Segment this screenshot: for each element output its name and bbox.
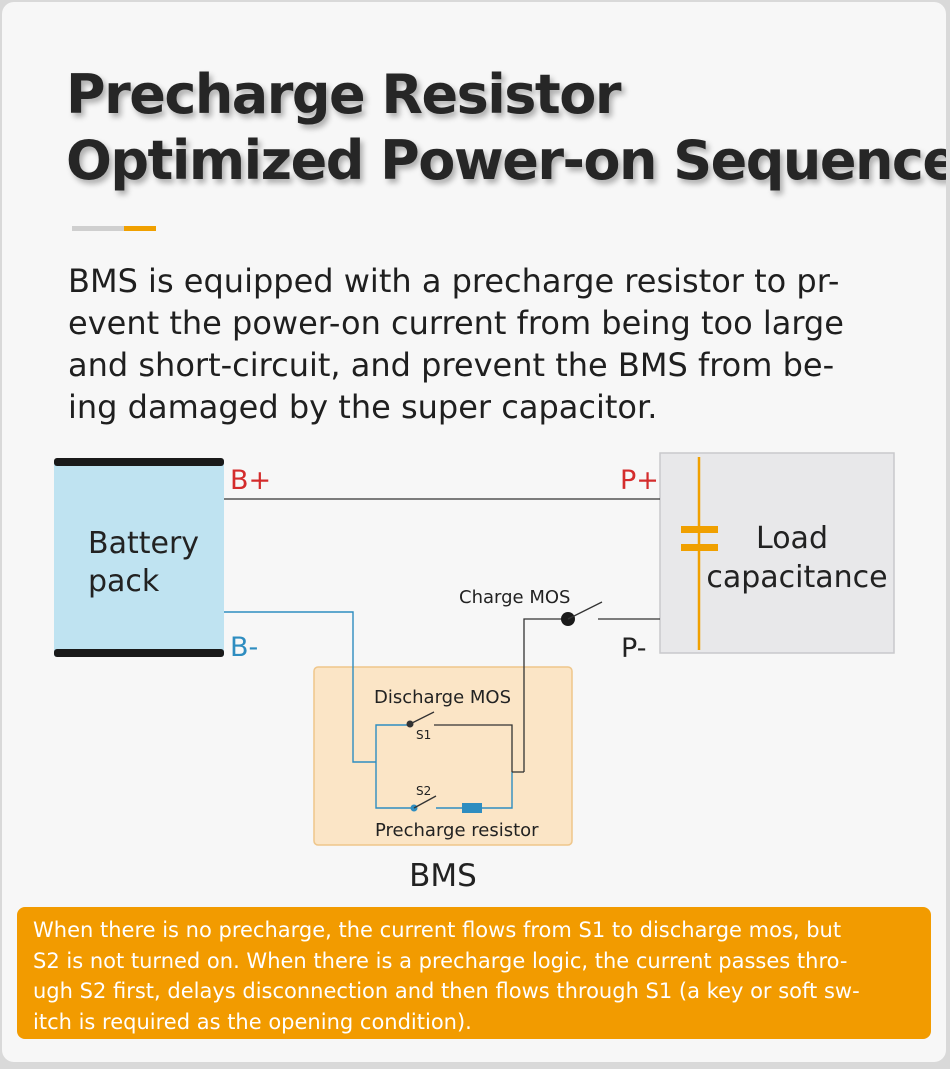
s1-output-wire <box>434 724 513 772</box>
precharge-resistor-label: Precharge resistor <box>375 820 539 841</box>
intro-line-1: BMS is equipped with a precharge resisto… <box>68 262 840 300</box>
battery-top-cap <box>54 458 224 466</box>
capacitor-plate-top <box>681 526 718 533</box>
p-plus-label: P+ <box>620 465 659 496</box>
s2-switch-blade <box>413 795 437 809</box>
intro-line-3: and short-circuit, and prevent the BMS f… <box>68 346 835 384</box>
intro-paragraph: BMS is equipped with a precharge resisto… <box>68 260 908 428</box>
bms-label: BMS <box>409 858 477 894</box>
title-line-2: Optimized Power-on Sequence <box>66 129 946 192</box>
battery-bottom-cap <box>54 649 224 657</box>
s1-label: S1 <box>416 728 431 742</box>
s2-label: S2 <box>416 784 431 798</box>
title-line-1: Precharge Resistor <box>66 63 621 126</box>
explanation-note: When there is no precharge, the current … <box>17 907 931 1039</box>
p-minus-label: P- <box>621 633 646 664</box>
intro-line-4: ing damaged by the super capacitor. <box>68 388 658 426</box>
charge-mos-label: Charge MOS <box>459 587 570 608</box>
note-line-2: S2 is not turned on. When there is a pre… <box>33 948 848 973</box>
battery-label-line2: pack <box>88 564 160 599</box>
bms-box <box>313 666 573 846</box>
page-title: Precharge Resistor Optimized Power-on Se… <box>66 62 946 194</box>
battery-pack-body <box>54 460 224 656</box>
resistor-output-wire <box>482 772 513 809</box>
charge-mos-switch-blade <box>567 601 603 620</box>
load-label-line2: capacitance <box>706 560 887 595</box>
title-accent-gray <box>72 226 124 231</box>
discharge-mos-label: Discharge MOS <box>374 687 511 708</box>
b-plus-label: B+ <box>230 465 271 496</box>
s1-branch-wire <box>375 724 407 762</box>
note-line-3: ugh S2 first, delays disconnection and t… <box>33 979 860 1003</box>
b-minus-label: B- <box>230 632 258 663</box>
capacitor-plate-bottom <box>681 544 718 551</box>
s1-switch-blade <box>409 711 435 725</box>
note-line-4: itch is required as the opening conditio… <box>33 1009 472 1034</box>
intro-line-2: event the power-on current from being to… <box>68 304 844 342</box>
note-line-1: When there is no precharge, the current … <box>33 918 842 942</box>
charge-mos-feed-wire <box>523 618 568 772</box>
battery-label-line1: Battery <box>88 526 199 561</box>
load-label-line1: Load <box>756 521 828 556</box>
title-accent-orange <box>124 226 156 231</box>
negative-wire <box>224 611 376 763</box>
precharge-resistor-symbol <box>462 803 482 813</box>
s2-branch-wire <box>375 762 412 809</box>
